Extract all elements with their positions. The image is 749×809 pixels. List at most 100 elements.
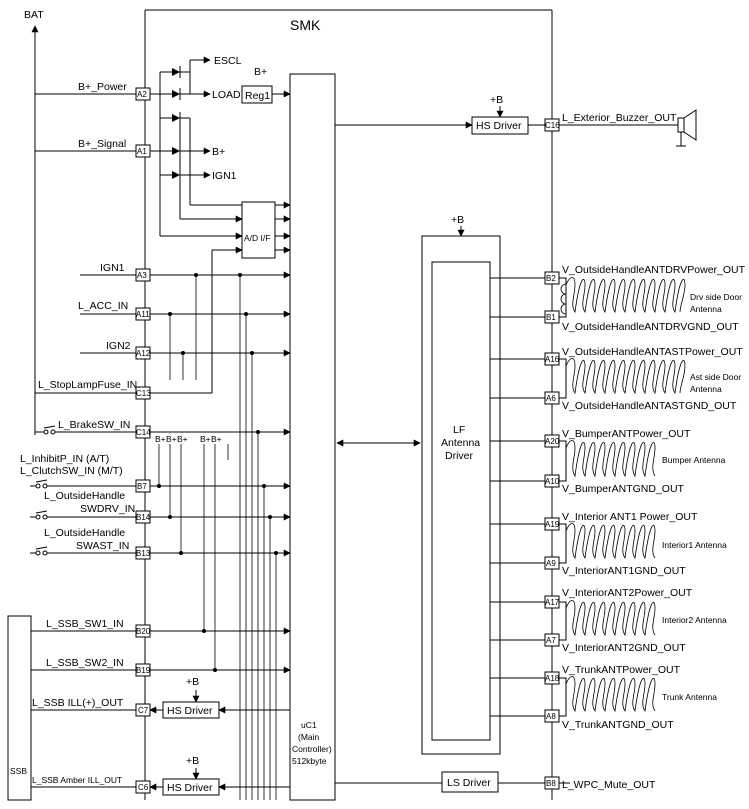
pullup-bus: B+ B+ B+ B+ B+ bbox=[155, 273, 278, 800]
ls-driver-label: LS Driver bbox=[447, 777, 491, 789]
pin-ign2: IGN2 A12 bbox=[80, 340, 291, 360]
lf-line-1: LF bbox=[453, 424, 465, 436]
ssb-amber-plus-b: +B bbox=[186, 755, 199, 767]
drv-handle-label-1: L_OutsideHandle bbox=[44, 490, 125, 502]
pin-b-plus-power: B+_Power A2 bbox=[35, 81, 151, 101]
antenna-interior1: A19 A9 V_Interior ANT1 Power_OUT V_Inter… bbox=[490, 511, 727, 577]
antenna-int1-pwr: V_Interior ANT1 Power_OUT bbox=[562, 511, 698, 523]
b-plus-power-label: B+_Power bbox=[78, 81, 127, 93]
antenna-trunk-gnd-pin: A8 bbox=[546, 712, 556, 721]
pin-drv-handle: L_OutsideHandle SWDRV_IN B14 bbox=[30, 490, 291, 524]
pullup-3: B+ bbox=[177, 434, 188, 444]
antenna-int1-gnd: V_InteriorANT1GND_OUT bbox=[562, 565, 686, 577]
antenna-trunk: A18 A8 V_TrunkANTPower_OUT V_TrunkANTGND… bbox=[490, 664, 717, 731]
acc-label: L_ACC_IN bbox=[78, 300, 128, 312]
pin-ast-handle: L_OutsideHandle SWAST_IN B13 bbox=[30, 527, 291, 560]
antenna-bumper: A20 A10 V_BumperANTPower_OUT V_BumperANT… bbox=[490, 428, 726, 495]
drv-handle-label-2: SWDRV_IN bbox=[80, 503, 135, 515]
ign2-label: IGN2 bbox=[106, 340, 131, 352]
ssb-sw2-label: L_SSB_SW2_IN bbox=[46, 657, 124, 669]
buzzer-label: L_Exterior_Buzzer_OUT bbox=[562, 112, 677, 124]
antenna-drv-name-2: Antenna bbox=[690, 304, 722, 314]
main-controller: uC1 (Main Controller) 512kbyte bbox=[289, 73, 336, 801]
wpc-label: L_WPC_Mute_OUT bbox=[562, 779, 656, 791]
pin-ssb-amber: L_SSB Amber ILL_OUT C6 HS Driver +B bbox=[31, 755, 290, 796]
power-section: ESCL LOAD Reg1 B+ B+ IGN1 bbox=[150, 55, 291, 240]
antenna-bumper-gnd-pin: A10 bbox=[545, 477, 560, 486]
pin-ssb-sw1: L_SSB_SW1_IN B20 bbox=[31, 618, 291, 638]
antenna-drv-name-1: Drv side Door bbox=[690, 292, 742, 302]
ssb-sw1-pin: B20 bbox=[136, 627, 151, 636]
uc-line-4: 512kbyte bbox=[292, 756, 327, 766]
pin-ssb-sw2: L_SSB_SW2_IN B19 bbox=[31, 657, 291, 677]
ast-handle-pin: B13 bbox=[136, 549, 151, 558]
ssb-amber-label: L_SSB Amber ILL_OUT bbox=[32, 775, 122, 785]
antenna-ast-name-2: Antenna bbox=[690, 384, 722, 394]
ad-interface: A/D I/F bbox=[211, 201, 291, 393]
antenna-int2-pwr: V_InteriorANT2Power_OUT bbox=[562, 587, 693, 599]
ssb-ill-pin: C7 bbox=[138, 706, 149, 715]
b-plus-power-pin: A2 bbox=[137, 90, 147, 99]
buzzer-hs-driver: HS Driver bbox=[476, 120, 522, 132]
ssb-amber-hs-driver: HS Driver bbox=[167, 782, 213, 794]
lf-line-3: Driver bbox=[445, 450, 474, 462]
antenna-int2-pwr-pin: A17 bbox=[545, 598, 560, 607]
brake-pin: C14 bbox=[136, 428, 151, 437]
antenna-bumper-pwr: V_BumperANTPower_OUT bbox=[562, 428, 691, 440]
buzzer-plus-b: +B bbox=[490, 94, 503, 106]
ssb-ill-label: L_SSB ILL(+)_OUT bbox=[32, 697, 124, 709]
b-plus-signal-pin: A1 bbox=[137, 147, 147, 156]
inhibit-label: L_InhibitP_IN (A/T) bbox=[20, 453, 109, 465]
antenna-drv-pwr: V_OutsideHandleANTDRVPower_OUT bbox=[562, 264, 746, 276]
b-plus-signal-label: B+_Signal bbox=[78, 138, 126, 150]
ssb-sw2-pin: B19 bbox=[136, 666, 151, 675]
uc-line-3: Controller) bbox=[292, 744, 332, 754]
drv-handle-pin: B14 bbox=[136, 513, 151, 522]
antenna-ast-name-1: Ast side Door bbox=[690, 372, 741, 382]
pin-ign1: IGN1 A3 bbox=[80, 262, 291, 282]
pin-acc: L_ACC_IN A11 bbox=[78, 300, 291, 321]
ign1-pin: A3 bbox=[137, 271, 147, 280]
antenna-drv: B2 B1 V_OutsideHandleANTDRVPower_OUT V_O… bbox=[490, 264, 746, 333]
antenna-trunk-pwr-pin: A18 bbox=[545, 674, 560, 683]
ls-driver-output: LS Driver B8 L_WPC_Mute_OUT bbox=[335, 771, 656, 793]
inhibit-pin: B7 bbox=[137, 482, 147, 491]
antenna-int2-gnd: V_InteriorANT2GND_OUT bbox=[562, 642, 686, 654]
ign1-label: IGN1 bbox=[100, 262, 125, 274]
antenna-int1-name-1: Interior1 Antenna bbox=[662, 540, 727, 550]
antenna-drv-gnd-pin: B1 bbox=[546, 313, 556, 322]
antenna-ast: A16 A6 V_OutsideHandleANTASTPower_OUT V_… bbox=[490, 346, 743, 412]
antenna-ast-pwr: V_OutsideHandleANTASTPower_OUT bbox=[562, 346, 743, 358]
pin-inhibit: L_InhibitP_IN (A/T) L_ClutchSW_IN (M/T) … bbox=[20, 453, 291, 493]
pullup-4: B+ bbox=[200, 434, 211, 444]
uc-line-1: uC1 bbox=[301, 720, 317, 730]
pullup-2: B+ bbox=[166, 434, 177, 444]
battery-label: BAT bbox=[24, 9, 44, 21]
antenna-bumper-pwr-pin: A20 bbox=[545, 437, 560, 446]
antenna-int1-pwr-pin: A19 bbox=[545, 520, 560, 529]
clutch-label: L_ClutchSW_IN (M/T) bbox=[20, 465, 123, 477]
adif-label: A/D I/F bbox=[244, 233, 270, 243]
buzzer-output: HS Driver +B C16 L_Exterior_Buzzer_OUT bbox=[335, 94, 697, 147]
ssb-ill-plus-b: +B bbox=[186, 676, 199, 688]
lf-antenna-driver: +B LF Antenna Driver bbox=[336, 214, 501, 755]
reg1-bplus: B+ bbox=[254, 66, 267, 78]
pin-brake: L_BrakeSW_IN C14 bbox=[35, 419, 291, 439]
antenna-drv-pwr-pin: B2 bbox=[546, 274, 556, 283]
antenna-interior2: A17 A7 V_InteriorANT2Power_OUT V_Interio… bbox=[490, 587, 727, 654]
load-label: LOAD bbox=[212, 89, 241, 101]
ast-handle-label-1: L_OutsideHandle bbox=[44, 527, 125, 539]
bplus-out-label: B+ bbox=[212, 146, 225, 158]
antenna-drv-gnd: V_OutsideHandleANTDRVGND_OUT bbox=[562, 321, 739, 333]
stoplamp-label: L_StopLampFuse_IN bbox=[38, 379, 137, 391]
module-title: SMK bbox=[290, 17, 321, 33]
antenna-int1-gnd-pin: A9 bbox=[546, 559, 556, 568]
antenna-ast-gnd: V_OutsideHandleANTASTGND_OUT bbox=[562, 400, 737, 412]
antenna-int2-name-1: Interior2 Antenna bbox=[662, 615, 727, 625]
lf-plus-b: +B bbox=[451, 214, 464, 226]
battery-line: BAT bbox=[24, 9, 44, 435]
ssb-ill-hs-driver: HS Driver bbox=[167, 705, 213, 717]
acc-pin: A11 bbox=[136, 310, 150, 319]
escl-label: ESCL bbox=[214, 55, 242, 67]
pullup-1: B+ bbox=[155, 434, 166, 444]
